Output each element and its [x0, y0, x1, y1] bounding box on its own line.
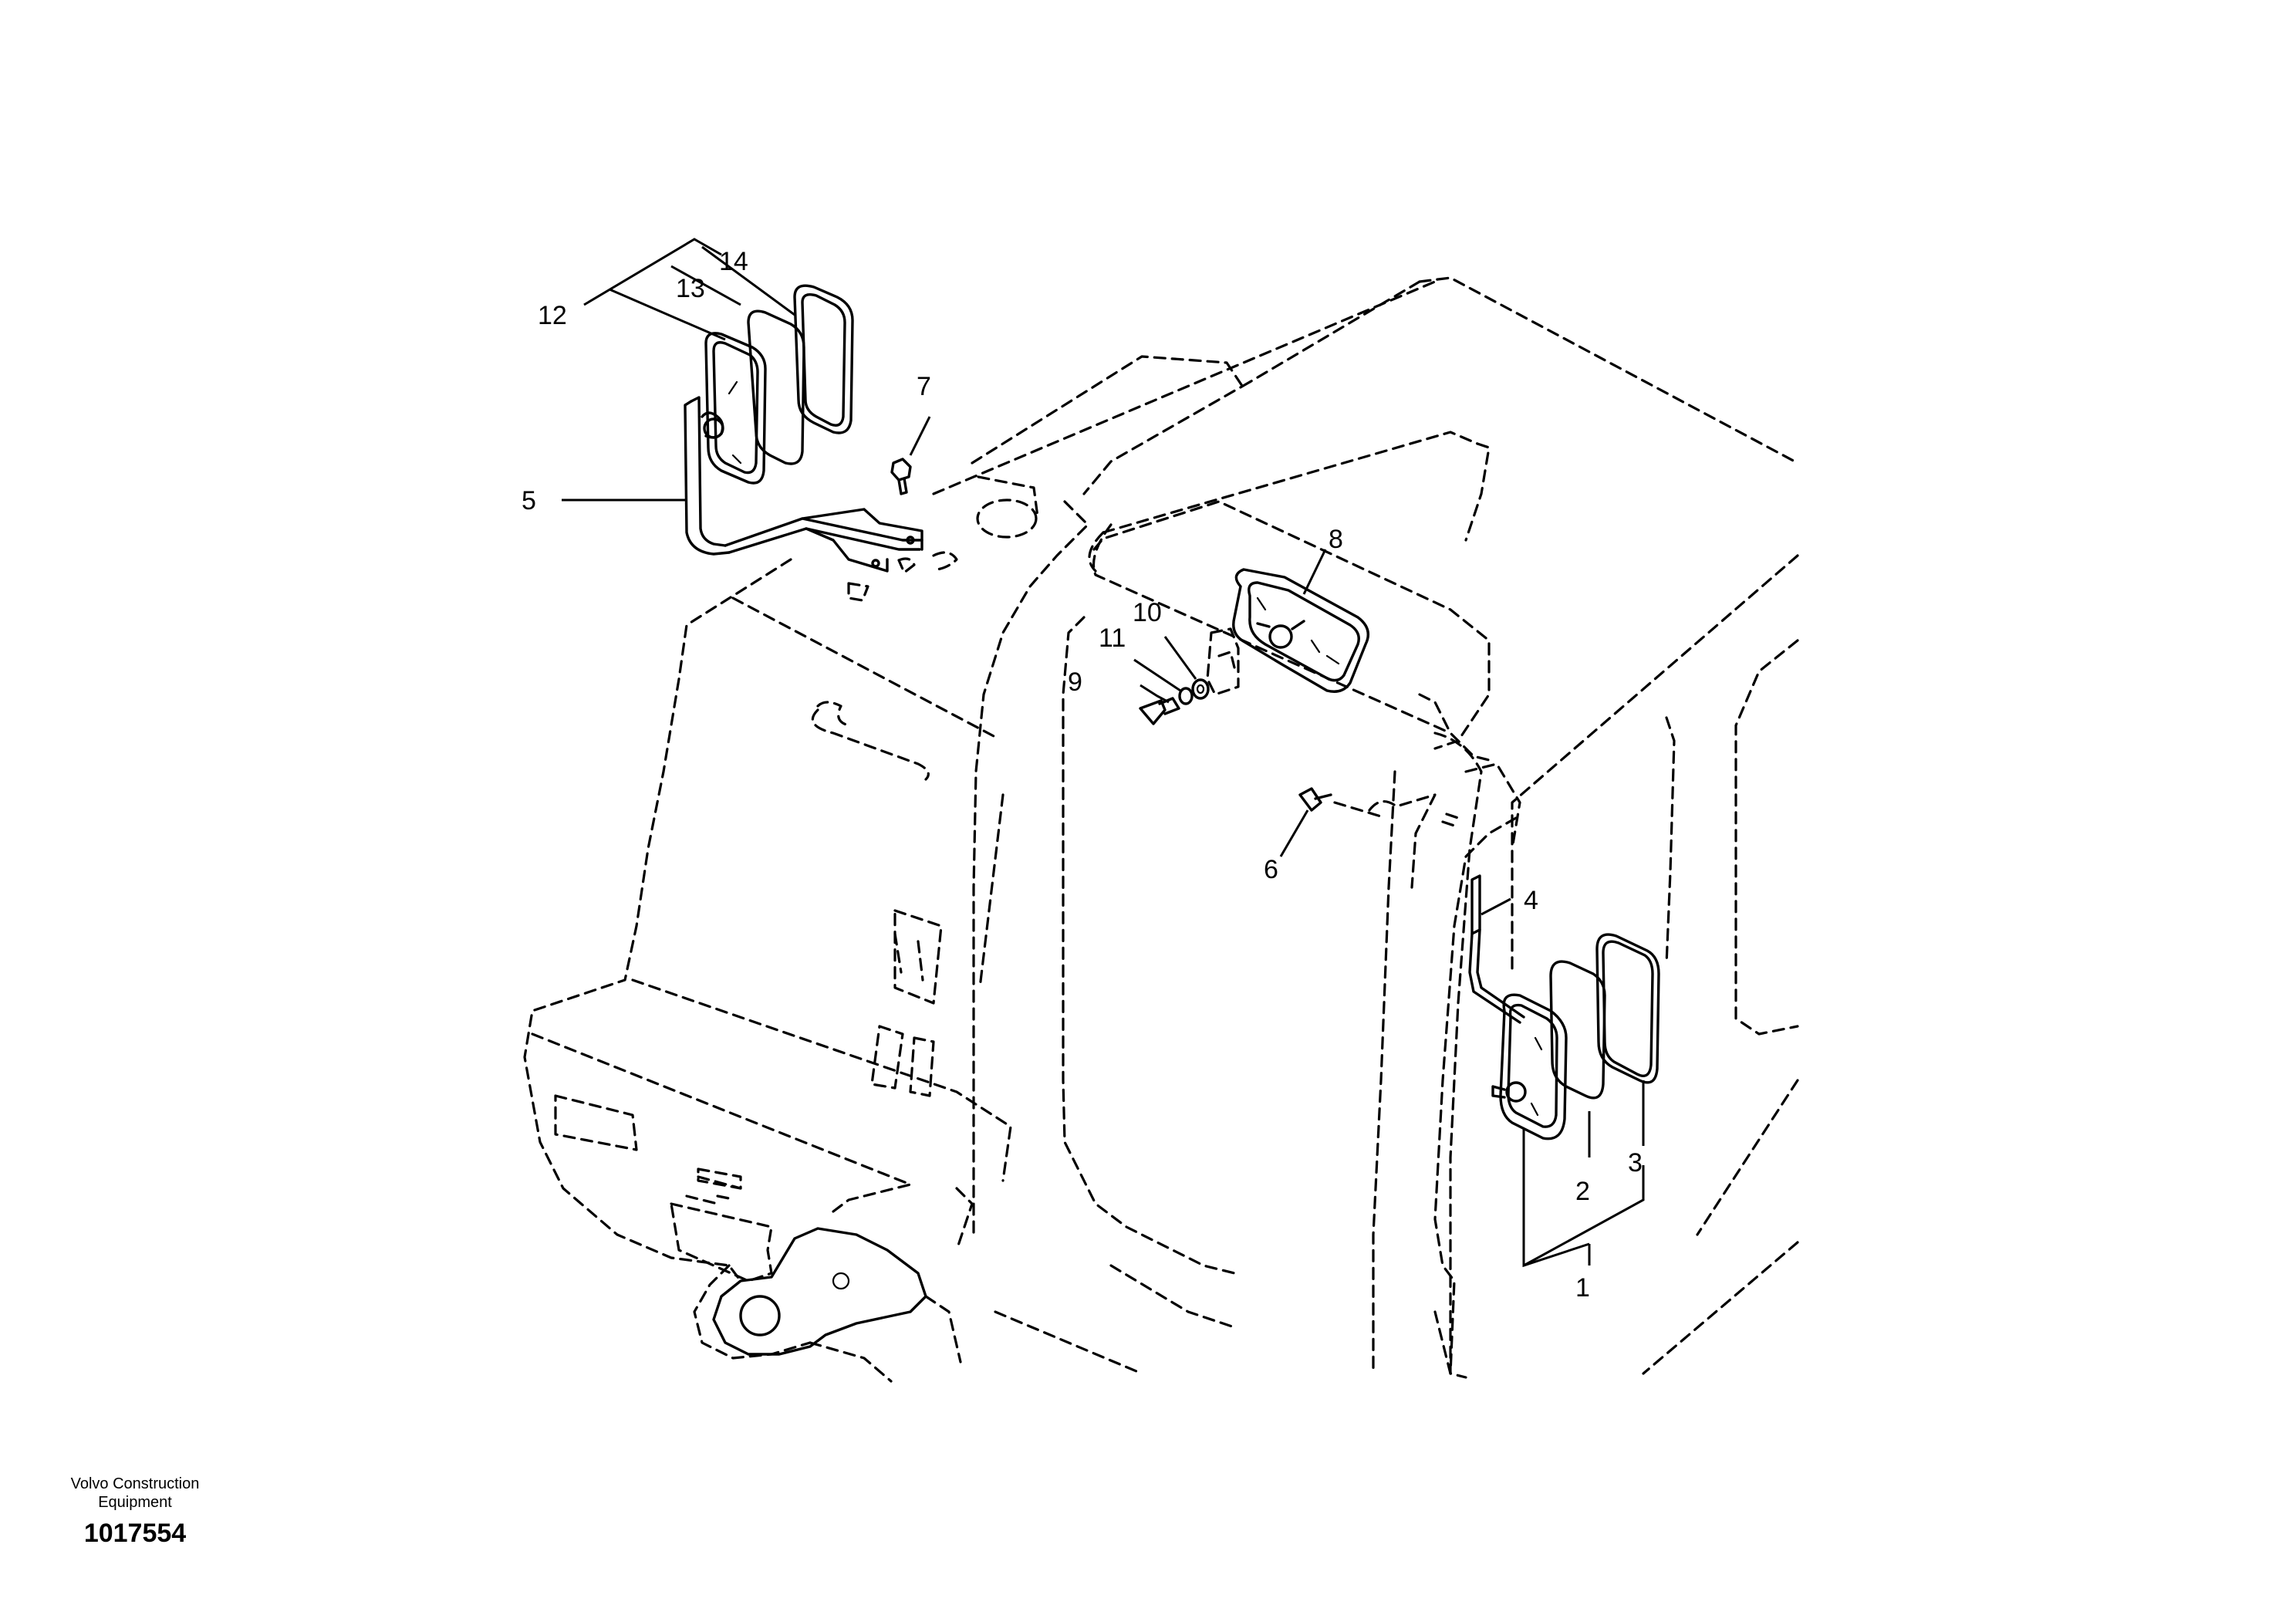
cab-outline	[932, 276, 1799, 1379]
callout-3: 3	[1628, 1148, 1643, 1178]
body-outline	[523, 558, 1236, 1383]
bolt-6	[1298, 787, 1383, 818]
callout-2: 2	[1575, 1177, 1590, 1206]
callout-12: 12	[538, 301, 567, 330]
callout-13: 13	[676, 274, 705, 303]
washers-10-11	[1178, 678, 1210, 705]
callout-4: 4	[1524, 886, 1538, 915]
bolt-7	[890, 458, 912, 495]
callout-10: 10	[1133, 598, 1162, 627]
callout-8: 8	[1329, 525, 1343, 554]
right-mirror-bracket	[1368, 793, 1460, 889]
callout-14: 14	[719, 247, 748, 276]
brand-name: Volvo Construction	[70, 1475, 200, 1492]
mirror-8-bracket	[1206, 627, 1240, 696]
callout-7: 7	[917, 372, 931, 401]
mirror-head-1	[1491, 993, 1568, 1140]
mirror-arm-4	[1468, 874, 1525, 1024]
callout-5: 5	[522, 486, 536, 515]
drawing-number: 1017554	[83, 1519, 187, 1548]
leader-lines	[562, 238, 1645, 1268]
callout-9: 9	[1068, 667, 1082, 697]
bolt-9	[1139, 697, 1180, 725]
roof-panel	[976, 475, 1491, 750]
callout-labels: 14 13 12 7 5 8 10 11 9 6 4 3 2 1	[522, 247, 1643, 1303]
mirror-cover-14	[793, 284, 854, 434]
mirror-8	[1232, 568, 1369, 693]
callout-6: 6	[1264, 855, 1278, 884]
mirror-arm-5	[684, 396, 923, 573]
mirror-cover-3	[1595, 933, 1660, 1084]
callout-1: 1	[1575, 1273, 1590, 1303]
mount-holes	[697, 551, 958, 1190]
callout-11: 11	[1099, 623, 1126, 653]
mirror-glass-2	[1549, 960, 1606, 1100]
mirror-head-12	[701, 332, 767, 485]
mirror-glass-13	[747, 309, 805, 465]
brand-name-line2: Equipment	[98, 1494, 172, 1511]
